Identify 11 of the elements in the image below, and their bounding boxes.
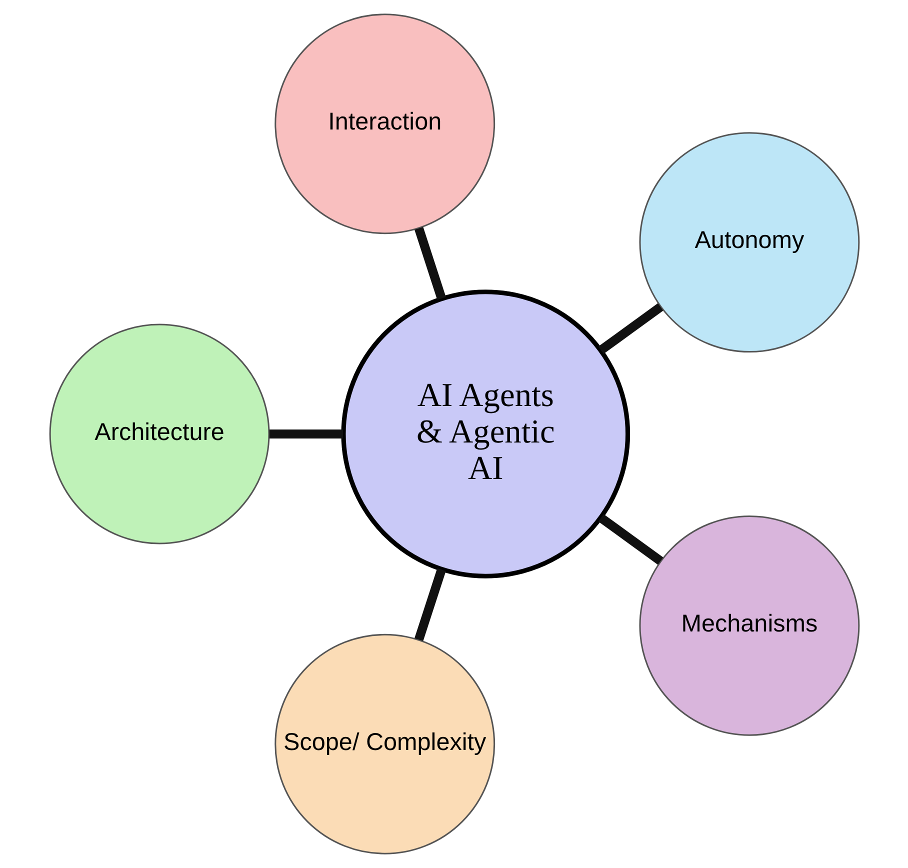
connector: [598, 514, 663, 565]
node-circle: Architecture: [48, 324, 270, 544]
node-circle: Interaction: [274, 14, 495, 234]
node-circle: Scope/ Complexity: [274, 634, 495, 854]
node-circle: AI Agents & Agentic AI: [340, 290, 630, 578]
connector: [268, 429, 343, 439]
connector: [414, 568, 446, 641]
connector: [598, 303, 663, 354]
connector: [414, 226, 446, 300]
node-circle: Autonomy: [638, 132, 860, 353]
node-circle: Mechanisms: [638, 515, 860, 736]
